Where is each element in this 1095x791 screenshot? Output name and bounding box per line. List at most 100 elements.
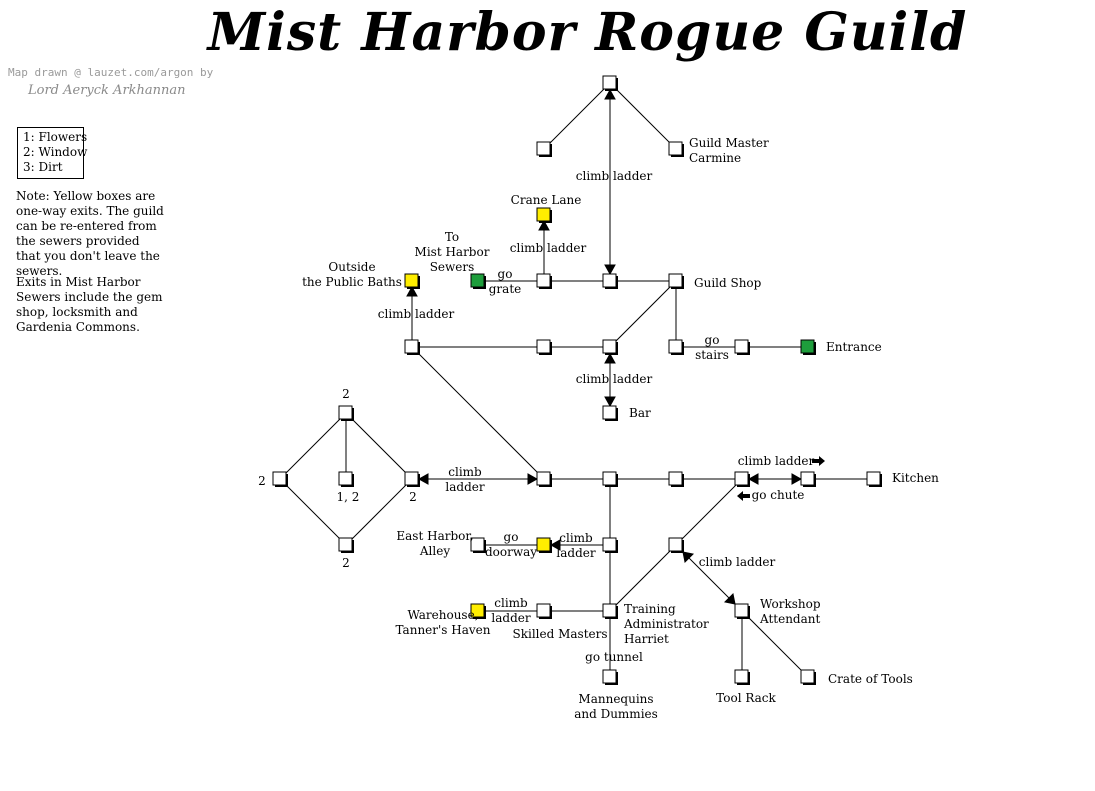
room-stairs <box>668 339 684 355</box>
room-cLeft <box>536 471 552 487</box>
map-connection <box>675 478 743 546</box>
exit-label-climb-ladder: climb ladder <box>510 241 587 255</box>
legend-item-dirt: 3: Dirt <box>23 160 63 174</box>
room-label-kitchen: Kitchen <box>892 471 939 485</box>
map-rooms <box>272 75 882 685</box>
one-way-arrow-icon <box>549 539 561 551</box>
room-kitchen <box>866 471 882 487</box>
room-bar <box>602 339 618 355</box>
map-connection <box>411 346 545 480</box>
room-dBot <box>338 537 354 553</box>
room-dMid <box>338 471 354 487</box>
exit-label-climb-ladder: climb ladder <box>699 555 776 569</box>
room-cMid <box>602 471 618 487</box>
room-bMid <box>536 339 552 355</box>
exit-label-climb-ladder: climb ladder <box>576 372 653 386</box>
room-toolrack <box>734 669 750 685</box>
map-title: Mist Harbor Rogue Guild <box>207 2 968 63</box>
room-label-east-harbor: East Harbor,Alley <box>396 529 473 558</box>
room-warehouse <box>470 603 486 619</box>
ladder-arrow-icon <box>747 473 759 485</box>
room-cRight <box>668 471 684 487</box>
legend-item-flowers: 1: Flowers <box>23 130 88 144</box>
map-connection <box>279 412 347 480</box>
room-workshop <box>734 603 750 619</box>
room-top <box>602 75 618 91</box>
map-connections <box>279 82 874 678</box>
room-kPre <box>800 471 816 487</box>
room-label-guild-shop: Guild Shop <box>694 276 762 290</box>
room-entHall <box>734 339 750 355</box>
legend: 1: Flowers 2: Window 3: Dirt <box>17 127 88 179</box>
room-bLeft <box>404 339 420 355</box>
room-chute <box>734 471 750 487</box>
room-midTop <box>602 273 618 289</box>
map-connection <box>741 610 809 678</box>
exit-label-climb-ladder: climb ladder <box>378 307 455 321</box>
room-dRight <box>404 471 420 487</box>
ladder-arrow-icon <box>723 592 736 605</box>
room-barRoom <box>602 405 618 421</box>
ladder-arrow-icon <box>682 551 695 564</box>
room-sewer <box>470 273 486 289</box>
room-label-window-top: 2 <box>342 387 350 401</box>
map-connection <box>345 412 413 480</box>
room-label-warehouse: Warehouse,Tanner's Haven <box>395 608 490 637</box>
map-connection <box>609 82 677 150</box>
map-connection <box>543 82 611 150</box>
room-alleyHall <box>602 537 618 553</box>
room-grate <box>536 273 552 289</box>
room-alley <box>470 537 486 553</box>
arrow-left-icon <box>737 491 750 501</box>
room-entrance <box>800 339 816 355</box>
room-gm <box>668 141 684 157</box>
ladder-arrow-icon <box>604 352 616 364</box>
ladder-arrow-icon <box>791 473 803 485</box>
one-way-arrow-icon <box>406 285 418 297</box>
credit-line: Map drawn @ lauzet.com/argon by <box>8 66 214 79</box>
exit-label-go-chute: go chute <box>752 488 805 502</box>
room-label-window-right: 2 <box>409 490 417 504</box>
arrow-right-icon <box>812 456 825 466</box>
room-baths <box>404 273 420 289</box>
room-label-tool-rack: Tool Rack <box>716 691 776 705</box>
room-shop <box>668 273 684 289</box>
ladder-arrow-icon <box>604 264 616 276</box>
room-label-skilled-masters: Skilled Masters <box>512 627 607 641</box>
note-sewer-exits: Exits in Mist Harbor Sewers include the … <box>16 275 163 334</box>
map-connection <box>609 280 677 348</box>
ladder-arrow-icon <box>604 396 616 408</box>
map-connection <box>345 478 413 546</box>
room-wsHall <box>668 537 684 553</box>
room-dLeft <box>272 471 288 487</box>
room-label-window-left: 2 <box>258 474 266 488</box>
room-label-flowers-window: 1, 2 <box>337 490 360 504</box>
map-connection <box>279 478 347 546</box>
map-connection <box>609 544 677 612</box>
one-way-arrow-icon <box>538 219 550 231</box>
room-label-entrance: Entrance <box>826 340 882 354</box>
exit-label-climb-ladder: climb ladder <box>576 169 653 183</box>
note-one-way-exits: Note: Yellow boxes are one-way exits. Th… <box>16 189 164 278</box>
legend-item-window: 2: Window <box>23 145 88 159</box>
room-label-crane-lane: Crane Lane <box>511 193 582 207</box>
room-dTop <box>338 405 354 421</box>
room-alleyExit <box>536 537 552 553</box>
room-gmLeft <box>536 141 552 157</box>
room-crane <box>536 207 552 223</box>
room-training <box>602 603 618 619</box>
author-signature: Lord Aeryck Arkhannan <box>28 83 186 98</box>
room-masters <box>536 603 552 619</box>
